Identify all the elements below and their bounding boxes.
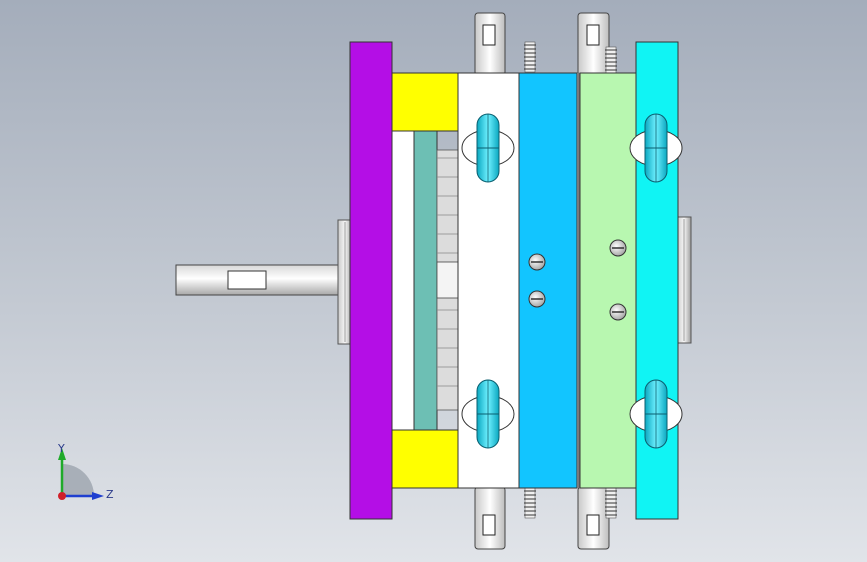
guide-pin-icon[interactable] — [629, 379, 683, 449]
cavity-plate[interactable] — [518, 72, 578, 489]
screw-icon[interactable] — [609, 239, 627, 257]
screw-icon[interactable] — [528, 253, 546, 271]
screw-icon[interactable] — [528, 290, 546, 308]
triad-quarter-disc — [62, 464, 94, 496]
guide-pin-icon[interactable] — [629, 113, 683, 183]
ejector-retainer-plate[interactable] — [391, 130, 415, 431]
x-axis-dot — [58, 492, 66, 500]
guide-pin-icon[interactable] — [461, 113, 515, 183]
spacer-block-top[interactable] — [391, 72, 459, 132]
guide-pillar-top-right[interactable] — [577, 12, 610, 76]
right-locating-ring[interactable] — [676, 216, 692, 344]
spring-icon — [524, 41, 536, 73]
guide-pillar-top-left[interactable] — [474, 12, 506, 76]
z-axis-label: Z — [106, 488, 114, 501]
spring-icon — [524, 487, 536, 519]
guide-pin-icon[interactable] — [461, 379, 515, 449]
runner-plate[interactable] — [579, 72, 637, 489]
spring-icon — [605, 487, 617, 519]
guide-pillar-bottom-right[interactable] — [577, 486, 610, 550]
y-arrow-head — [58, 448, 66, 460]
y-axis-label: Y — [57, 442, 65, 455]
spring-icon — [524, 41, 617, 519]
guide-pillar-bottom-left[interactable] — [474, 486, 506, 550]
sprue-shaft[interactable] — [175, 264, 343, 296]
clamp-plate-left[interactable] — [349, 41, 393, 520]
coordinate-triad-icon: Y Z — [57, 442, 114, 501]
parting-line — [577, 73, 580, 488]
spacer-block-bottom[interactable] — [391, 429, 459, 489]
ejector-pins — [436, 149, 459, 411]
ejector-plate[interactable] — [413, 130, 438, 431]
z-arrow-head — [92, 492, 104, 500]
screw-icon[interactable] — [609, 303, 627, 321]
